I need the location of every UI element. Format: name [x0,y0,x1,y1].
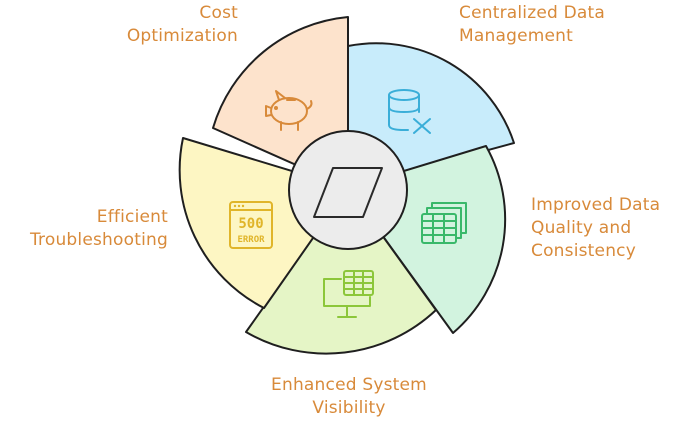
label-centralized-data: Centralized Data Management [459,2,605,48]
label-line: Troubleshooting [29,230,168,250]
label-line: Optimization [126,26,238,46]
piggy-bank-icon [265,90,313,131]
label-line: Consistency [531,241,636,261]
label-line: Efficient [96,207,168,227]
label-line: Improved Data [531,195,661,215]
table-stack-icon [421,202,467,244]
database-x-icon [388,89,431,134]
label-line: Quality and [531,218,632,238]
monitor-table-icon [323,270,374,318]
label-line: Centralized Data [459,3,605,23]
segment-enhanced-visibility [245,187,437,355]
label-efficient-troubleshooting: Efficient Troubleshooting [30,206,168,252]
label-line: Visibility [312,398,386,418]
label-line: Enhanced System [271,375,427,395]
label-cost-optimization: Cost Optimization [127,2,238,48]
label-line: Cost [199,3,238,23]
error-500-icon: 500 ERROR [229,201,273,249]
label-improved-data-quality: Improved Data Quality and Consistency [531,194,660,263]
error-icon-code: 500 [238,216,263,232]
parallelogram-icon [313,167,383,218]
label-enhanced-visibility: Enhanced System Visibility [249,374,449,420]
central-hub [288,130,408,250]
label-line: Management [459,26,573,46]
error-icon-word: ERROR [237,235,265,245]
